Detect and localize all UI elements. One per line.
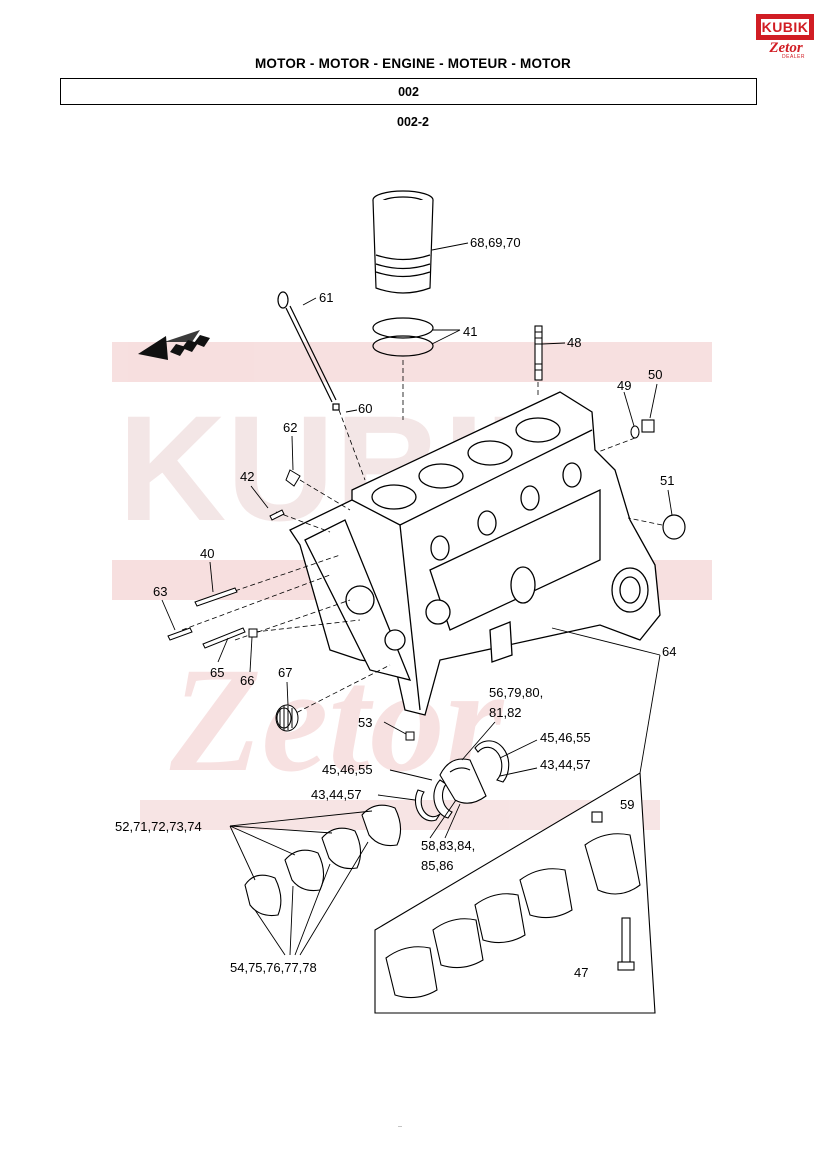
studs-and-bolts-left — [167, 469, 415, 741]
o-rings — [372, 317, 434, 357]
callout-42: 42 — [240, 469, 254, 484]
callout-58-line1: 58,83,84, — [421, 838, 475, 853]
callout-47: 47 — [574, 965, 588, 980]
callout-65: 65 — [210, 665, 224, 680]
callout-53: 53 — [358, 715, 372, 730]
callout-66: 66 — [240, 673, 254, 688]
stud-48 — [534, 325, 543, 381]
callout-51: 51 — [660, 473, 674, 488]
callout-48: 48 — [567, 335, 581, 350]
logo-kubik-text: KUBIK — [761, 19, 809, 35]
callout-58-line2: 85,86 — [421, 858, 454, 873]
logo-zetor-text: Zetor — [769, 40, 803, 56]
page-title: MOTOR - MOTOR - ENGINE - MOTEUR - MOTOR — [254, 56, 572, 71]
callout-49: 49 — [617, 378, 631, 393]
core-plug-51 — [662, 514, 686, 540]
callout-64: 64 — [662, 644, 676, 659]
dipstick — [277, 291, 340, 411]
engine-block — [289, 391, 661, 716]
main-bearing-shells — [244, 804, 402, 917]
callout-45-left: 45,46,55 — [322, 762, 373, 777]
subsection-code: 002-2 — [397, 115, 429, 129]
section-code: 002 — [398, 85, 419, 99]
callout-50: 50 — [648, 367, 662, 382]
main-bearing-caps-box — [374, 772, 656, 1014]
callout-61: 61 — [319, 290, 333, 305]
callout-59: 59 — [620, 797, 634, 812]
callout-63: 63 — [153, 584, 167, 599]
callout-68: 68,69,70 — [470, 235, 521, 250]
kubik-zetor-logo: KUBIK Zetor DEALER — [756, 14, 814, 60]
callout-leader-lines — [161, 242, 673, 973]
direction-arrow-icon — [138, 335, 210, 360]
callout-45-right: 45,46,55 — [540, 730, 591, 745]
callout-43-right: 43,44,57 — [540, 757, 591, 772]
section-code-box: 002 — [60, 78, 757, 105]
callout-52: 52,71,72,73,74 — [115, 819, 202, 834]
callout-labels: 68,69,70 61 41 48 49 50 60 62 51 42 40 6… — [115, 235, 676, 980]
cylinder-liner — [372, 190, 434, 294]
callout-54: 54,75,76,77,78 — [230, 960, 317, 975]
footer-mark: -- — [398, 1124, 402, 1130]
callout-62: 62 — [283, 420, 297, 435]
callout-67: 67 — [278, 665, 292, 680]
thrust-washers-and-shells — [414, 740, 510, 822]
callout-43-left: 43,44,57 — [311, 787, 362, 802]
logo-dealer-text: DEALER — [782, 54, 806, 60]
logo-kubik-frame: KUBIK — [756, 14, 814, 40]
callout-40: 40 — [200, 546, 214, 561]
callout-60: 60 — [358, 401, 372, 416]
callout-41: 41 — [463, 324, 477, 339]
plug-and-washer — [630, 419, 655, 439]
callout-56-line2: 81,82 — [489, 705, 522, 720]
callout-56-line1: 56,79,80, — [489, 685, 543, 700]
needle-bearing-67 — [275, 704, 299, 732]
assembly-dashed-lines — [181, 360, 663, 717]
